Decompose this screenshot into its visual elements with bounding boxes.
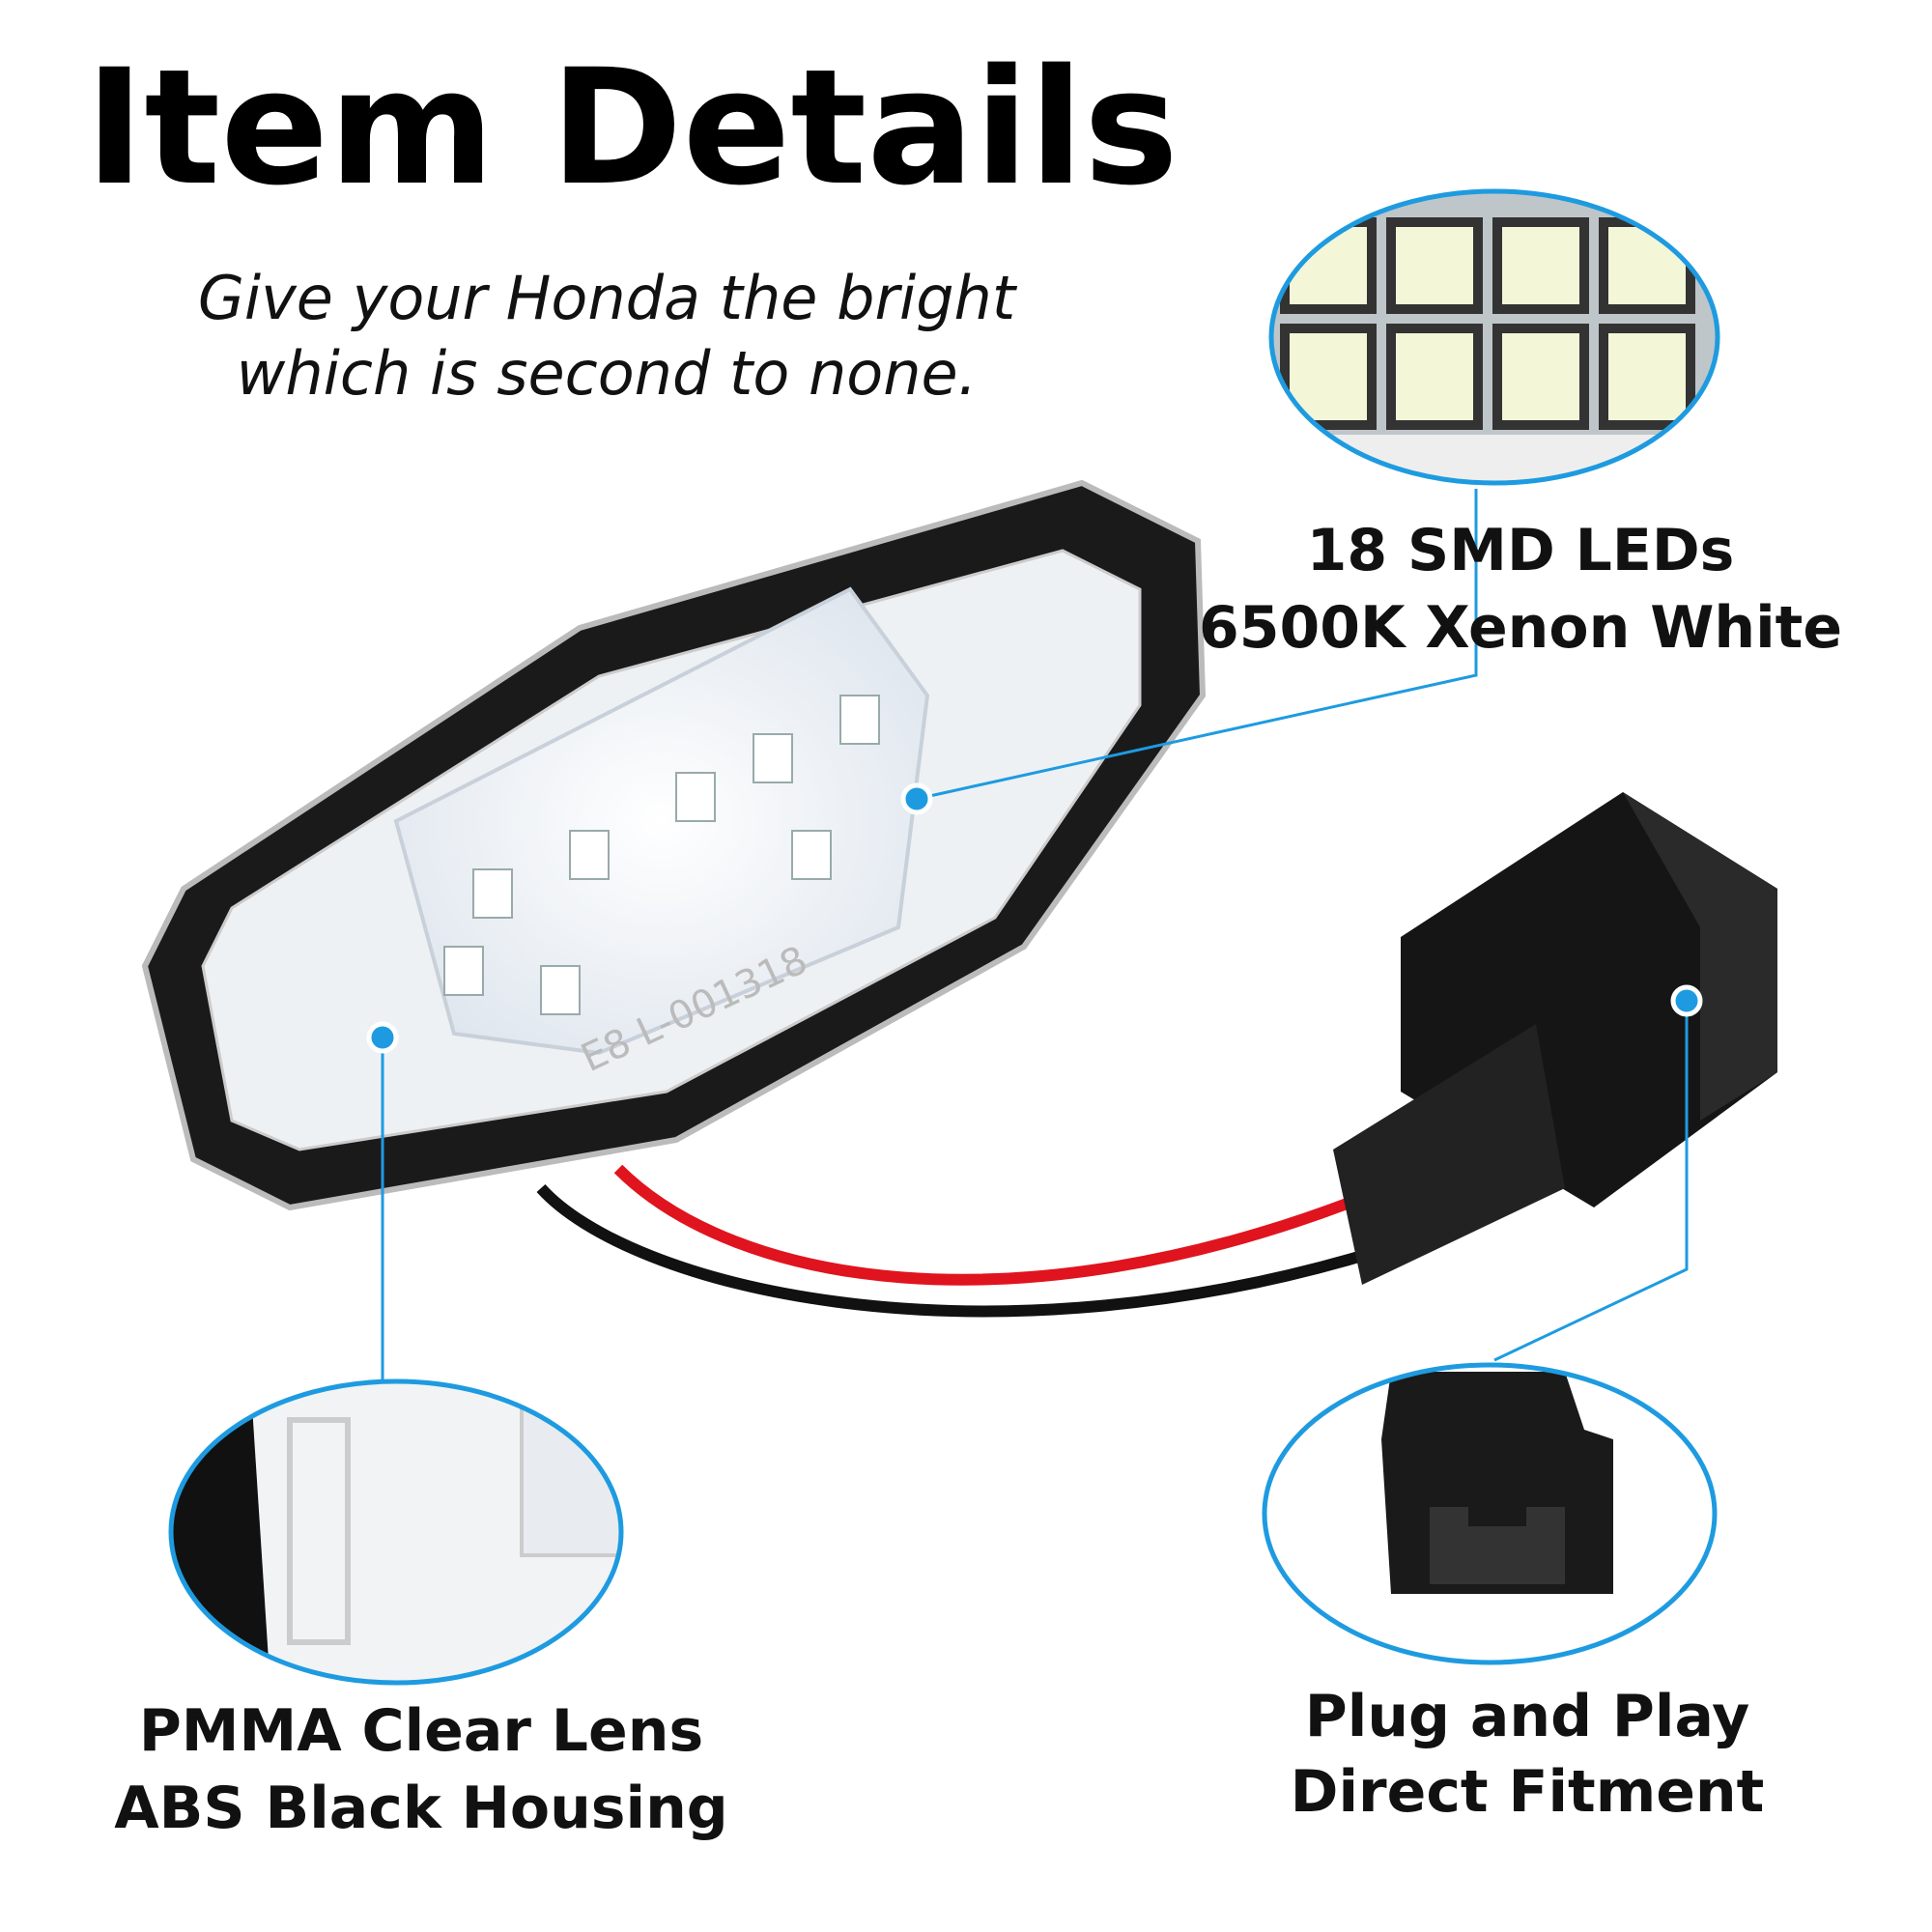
page-title: Item Details: [85, 35, 1179, 220]
callout-leds-line2: 6500K Xenon White: [1198, 594, 1843, 662]
callout-plug-line1: Plug and Play: [1304, 1683, 1750, 1750]
callout-dots: [366, 782, 1703, 1054]
red-wire: [613, 1164, 1365, 1286]
license-plate-light-housing: E8 L-001318: [141, 479, 1207, 1211]
subtitle-line-2: which is second to none.: [236, 338, 978, 409]
subtitle-line-1: Give your Honda the bright: [197, 263, 1016, 333]
connector-plug: [1333, 792, 1777, 1285]
callout-lens-line2: ABS Black Housing: [114, 1775, 728, 1842]
callout-leds-line1: 18 SMD LEDs: [1306, 517, 1735, 584]
callout-lens-line1: PMMA Clear Lens: [138, 1697, 704, 1765]
callout-plug-line2: Direct Fitment: [1290, 1758, 1765, 1826]
connector-closeup-icon: [1264, 1365, 1715, 1662]
led-closeup-icon: [1271, 191, 1718, 483]
lens-closeup-icon: [171, 1381, 621, 1683]
black-wire: [536, 1183, 1364, 1318]
callout-lines: [381, 489, 1689, 1380]
